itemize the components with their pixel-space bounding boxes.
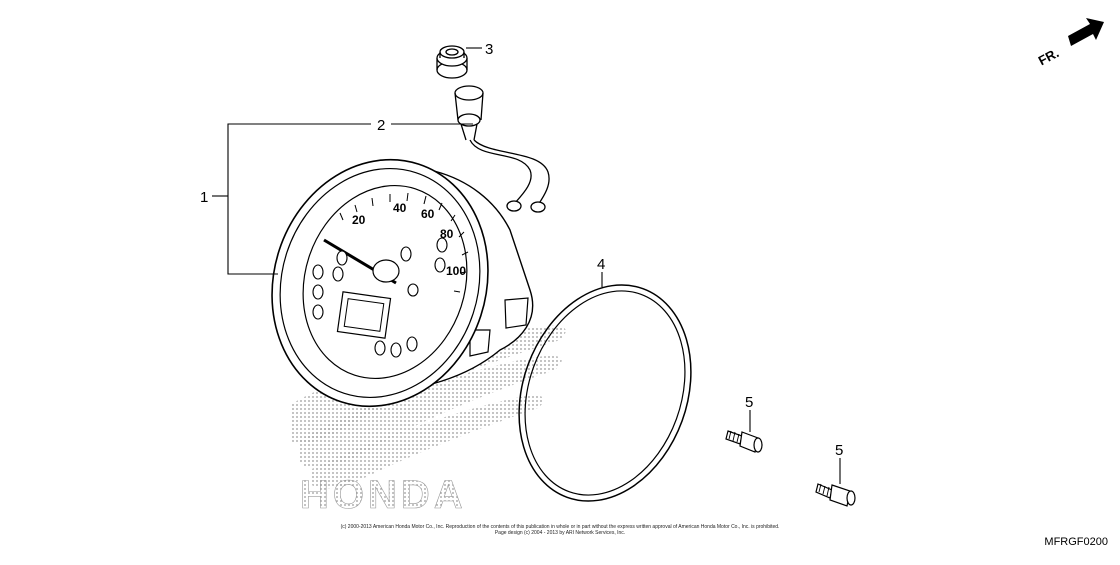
- copyright-line: (c) 2000-2013 American Honda Motor Co., …: [340, 524, 780, 530]
- arrow-icon: [1068, 18, 1104, 46]
- dial-number: 80: [440, 227, 454, 241]
- socket-harness-part: [454, 85, 550, 213]
- grommet-part: [436, 45, 468, 79]
- page-design-line: Page design (c) 2004 - 2013 by ARI Netwo…: [494, 530, 626, 536]
- callout-2: 2: [377, 117, 385, 134]
- screw-part: [815, 483, 856, 507]
- copyright-notice: (c) 2000-2013 American Honda Motor Co., …: [250, 524, 870, 536]
- dial-number: 60: [421, 207, 435, 221]
- callout-3: 3: [485, 41, 493, 58]
- front-direction-arrow: FR.: [1036, 18, 1104, 68]
- lens-ring-part: [518, 284, 692, 502]
- dial-number: 20: [352, 213, 366, 227]
- direction-label: FR.: [1036, 45, 1062, 68]
- dial-number: 100: [446, 264, 466, 278]
- callout-4: 4: [597, 256, 605, 273]
- watermark-text: HONDA: [300, 473, 467, 517]
- callout-5b: 5: [835, 442, 843, 459]
- leader-lines: [212, 47, 841, 484]
- screw-part: [725, 430, 763, 453]
- dial-number: 40: [393, 201, 407, 215]
- speedometer-part: 20 40 60 80 100: [271, 158, 534, 408]
- callout-5: 5: [745, 394, 753, 411]
- diagram-code: MFRGF0200: [1044, 536, 1108, 548]
- callout-1: 1: [200, 189, 208, 206]
